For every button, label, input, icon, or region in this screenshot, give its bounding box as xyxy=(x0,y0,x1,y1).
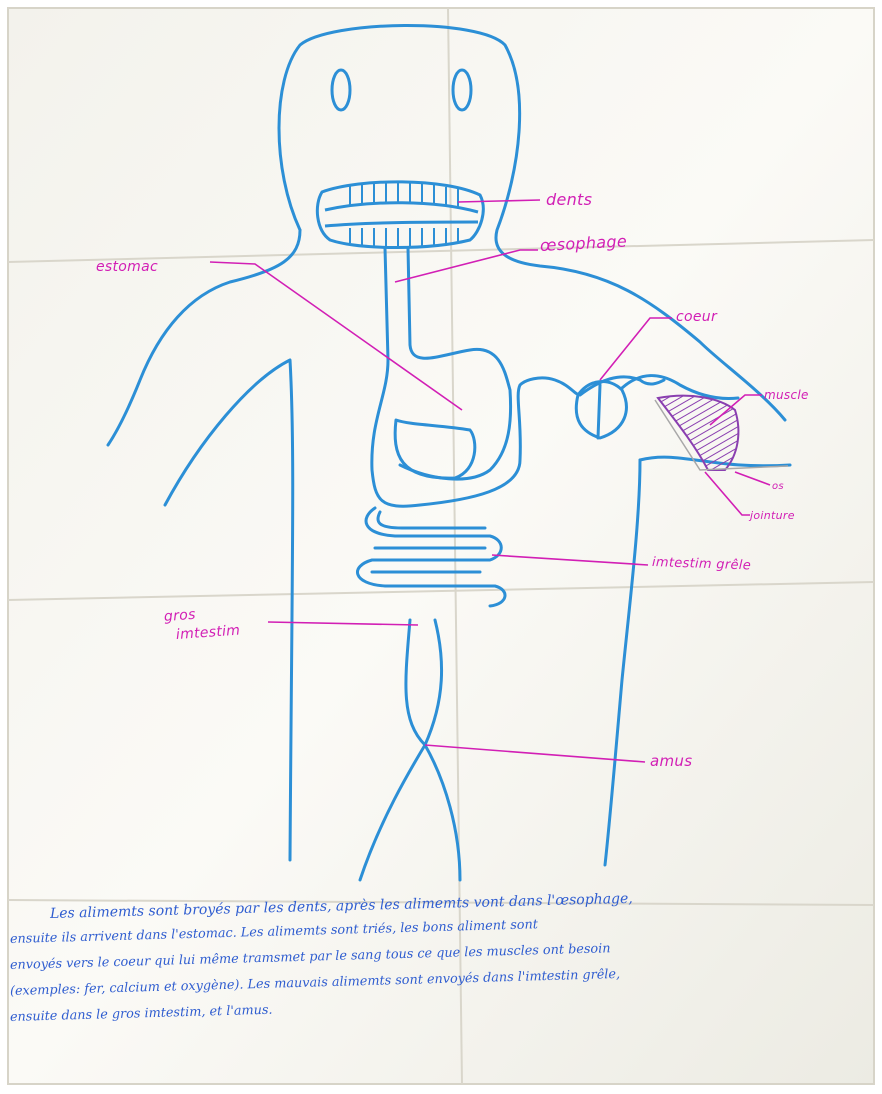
caption-line-5: ensuite dans le gros imtestim, et l'amus… xyxy=(10,1001,273,1028)
heart-septum xyxy=(598,385,600,438)
caption-text: Les alimemts sont broyés par les dents, … xyxy=(10,896,874,1074)
